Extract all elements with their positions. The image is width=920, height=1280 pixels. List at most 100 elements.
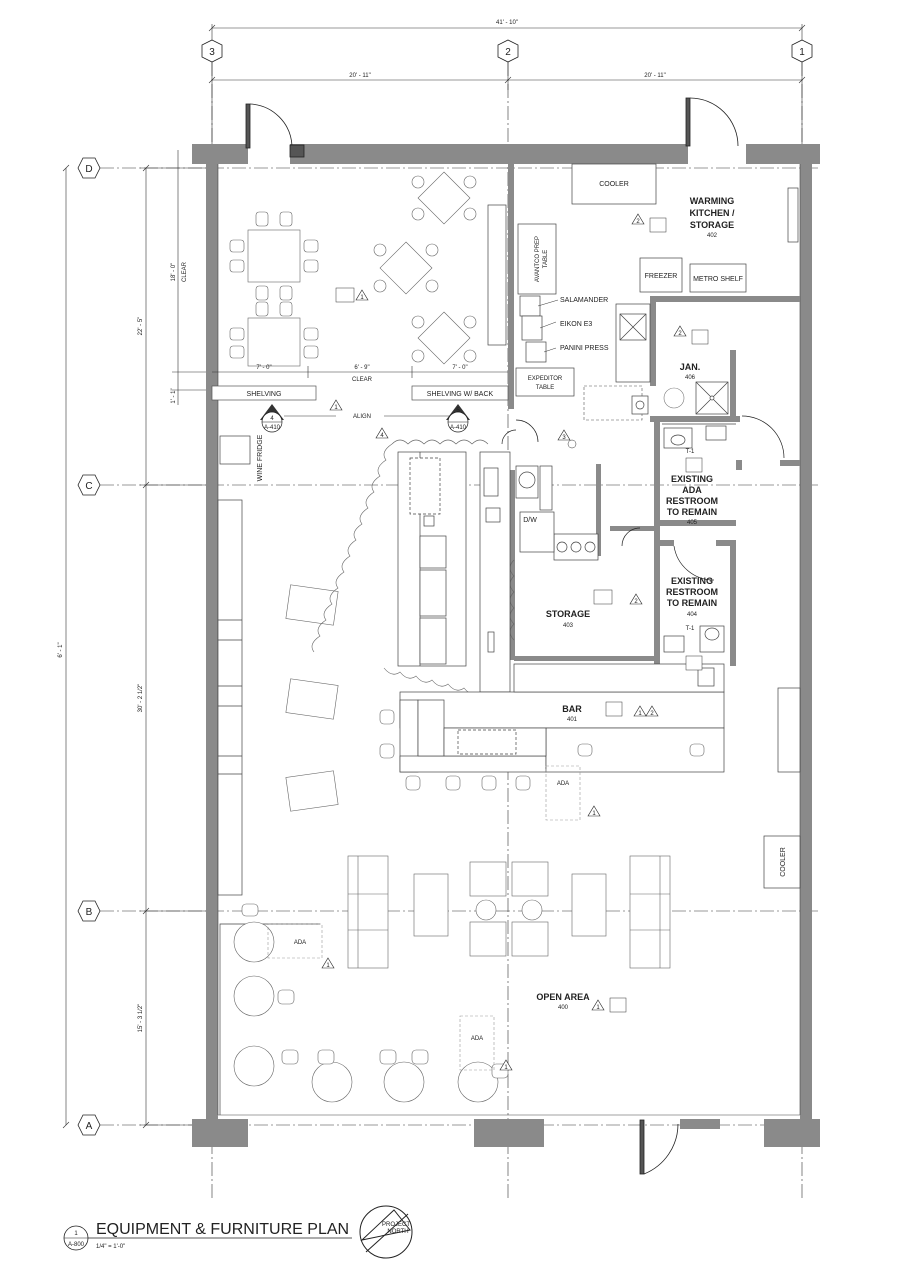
revision-tag-text: 1 bbox=[592, 811, 596, 817]
expeditor-table bbox=[515, 367, 575, 397]
dim-right-half: 20' - 11" bbox=[644, 73, 666, 79]
bar-room-num: 401 bbox=[567, 717, 578, 723]
revision-tag: 1 bbox=[355, 289, 369, 301]
wall-bench bbox=[487, 204, 507, 346]
section-mark-left: 4 A-410 bbox=[260, 404, 284, 433]
north-arrow-line2: NORTH bbox=[387, 1229, 408, 1235]
ada-bar-zone bbox=[545, 765, 581, 821]
north-arrow-line1: PROJECT bbox=[382, 1222, 410, 1228]
cooler-top-label: COOLER bbox=[599, 181, 629, 188]
revision-tag-text: 2 bbox=[650, 711, 654, 717]
revision-tag-text: 1 bbox=[596, 1005, 600, 1011]
cook-line bbox=[519, 295, 547, 363]
revision-tag-text: 4 bbox=[380, 433, 384, 439]
ada-bar-label: ADA bbox=[557, 781, 569, 787]
warming-num: 402 bbox=[707, 233, 718, 239]
prep-table bbox=[517, 223, 557, 295]
prep-table-label2: TABLE bbox=[543, 250, 549, 269]
entry-door-top-left bbox=[245, 103, 305, 158]
title-block: 1 A-800 EQUIPMENT & FURNITURE PLAN 1/4" … bbox=[63, 1221, 352, 1251]
rr405-line4: TO REMAIN bbox=[667, 507, 717, 517]
freezer-label: FREEZER bbox=[645, 273, 678, 280]
north-arrow: PROJECT NORTH bbox=[359, 1205, 413, 1259]
plan-scale: 1/4" = 1'-0" bbox=[96, 1244, 125, 1250]
dim-upper: 18' - 0" bbox=[171, 263, 177, 282]
bar-counter bbox=[399, 663, 725, 773]
rr404-line2: RESTROOM bbox=[666, 587, 718, 597]
bar-room-name: BAR bbox=[562, 704, 582, 714]
storage-name: STORAGE bbox=[546, 609, 590, 619]
rr405-t1: T-1 bbox=[686, 449, 695, 455]
expeditor-label: EXPEDITOR bbox=[528, 376, 563, 382]
revision-tag-text: 1 bbox=[360, 295, 364, 301]
expeditor-label2: TABLE bbox=[536, 385, 555, 391]
salamander-label: SALAMANDER bbox=[560, 297, 608, 304]
title-detail-num: 1 bbox=[74, 1231, 78, 1237]
revision-tag: 2 bbox=[673, 325, 687, 337]
dw-label: D/W bbox=[523, 517, 537, 524]
dining-table-2 bbox=[229, 301, 319, 367]
rr405-num: 405 bbox=[687, 520, 698, 526]
revision-tag-text: 2 bbox=[634, 599, 638, 605]
grid-bubble-3: 3 bbox=[201, 39, 223, 63]
revision-tag-text: 2 bbox=[636, 219, 640, 225]
dim-d-upper: 22' - 5" bbox=[138, 317, 144, 336]
revision-tag: 1 bbox=[591, 999, 605, 1011]
grid-bubble-1-label: 1 bbox=[799, 47, 805, 58]
ada-open-label: ADA bbox=[471, 1036, 483, 1042]
freezer bbox=[639, 257, 683, 293]
rr404-t1: T-1 bbox=[686, 626, 695, 632]
storage-num: 403 bbox=[563, 623, 574, 629]
shelving-back bbox=[411, 385, 509, 401]
shelving-back-label: SHELVING W/ BACK bbox=[427, 391, 494, 398]
revision-tag: 1 bbox=[633, 705, 647, 717]
lounge-sofas bbox=[347, 855, 671, 969]
open-area-num: 400 bbox=[558, 1005, 569, 1011]
rr405-fixtures bbox=[662, 423, 736, 449]
grid-bubble-b-label: B bbox=[86, 907, 93, 918]
revision-tag-text: 3 bbox=[562, 435, 566, 441]
jan-bucket bbox=[663, 387, 685, 409]
shelving bbox=[211, 385, 317, 401]
jan-room-name: JAN. bbox=[680, 362, 701, 372]
revision-tag: 2 bbox=[631, 213, 645, 225]
cooler-right-label: COOLER bbox=[780, 847, 787, 877]
keynote-boxes bbox=[335, 217, 709, 1013]
metro-shelf bbox=[689, 263, 747, 293]
revision-tag-text: 1 bbox=[638, 711, 642, 717]
rr404-fixtures bbox=[663, 625, 725, 653]
dim-gap-note: CLEAR bbox=[352, 377, 373, 383]
section-mark-right: 5 A-410 bbox=[446, 404, 470, 433]
cook-line-leaders bbox=[537, 299, 559, 353]
dim-low: 15' - 3 1/2" bbox=[138, 1004, 144, 1033]
metro-shelf-label: METRO SHELF bbox=[693, 276, 743, 283]
grid-bubble-3-label: 3 bbox=[209, 47, 215, 58]
dim-gap-right: 7' - 0" bbox=[452, 365, 467, 371]
clear-dim-line bbox=[212, 366, 508, 378]
wine-fridge bbox=[219, 435, 251, 465]
exterior-walls bbox=[192, 144, 820, 1147]
grid-bubble-d-label: D bbox=[85, 164, 92, 175]
warming-line1: WARMING bbox=[690, 196, 735, 206]
mop-sink bbox=[695, 381, 729, 415]
cooler-right bbox=[763, 835, 801, 889]
section-mark-right-ref: A-410 bbox=[450, 425, 467, 431]
ada-open-zone bbox=[459, 1015, 495, 1071]
plan-title: EQUIPMENT & FURNITURE PLAN bbox=[96, 1221, 349, 1238]
dim-gap-left: 7' - 0" bbox=[256, 365, 271, 371]
wall-bench-right bbox=[777, 687, 801, 773]
revision-tag: 2 bbox=[645, 705, 659, 717]
revision-tag-text: 1 bbox=[334, 405, 338, 411]
grid-bubble-c-label: C bbox=[85, 481, 92, 492]
rr404-line3: TO REMAIN bbox=[667, 598, 717, 608]
shelving-label: SHELVING bbox=[247, 391, 282, 398]
hand-sink bbox=[631, 395, 649, 415]
rr405-line1: EXISTING bbox=[671, 474, 713, 484]
section-mark-right-num: 5 bbox=[456, 408, 460, 414]
grid-bubble-a-label: A bbox=[86, 1121, 93, 1132]
grid-bubble-1: 1 bbox=[791, 39, 813, 63]
dim-left-half: 20' - 11" bbox=[349, 73, 371, 79]
back-bar bbox=[397, 451, 511, 693]
cooler-top bbox=[571, 163, 657, 205]
